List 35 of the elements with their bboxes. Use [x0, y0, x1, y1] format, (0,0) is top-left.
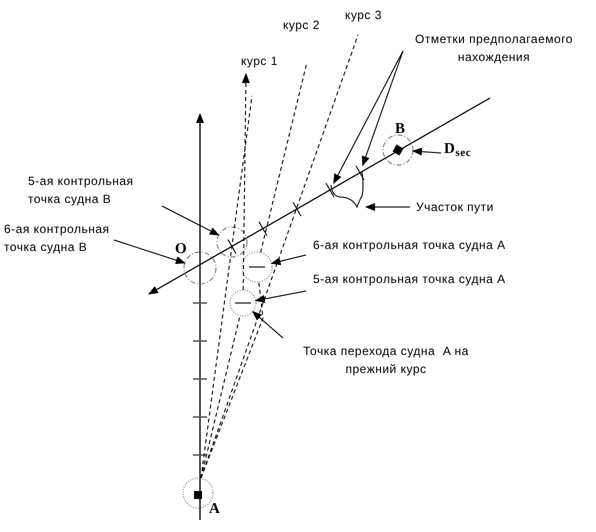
leader-arrow — [254, 290, 306, 303]
position-circle — [184, 252, 216, 284]
leader-arrow — [270, 254, 306, 266]
tick-mark — [326, 182, 334, 198]
course-line — [200, 96, 252, 478]
callout-text: Участок пути — [416, 200, 494, 214]
point-label: B — [395, 120, 406, 139]
callout-text: Отметки предполагаемого нахождения — [415, 32, 574, 64]
leader-arrow — [252, 310, 284, 338]
position-circle — [216, 226, 248, 258]
callout-text: D$_{sec}$ — [444, 141, 472, 157]
leader-arrow — [162, 206, 220, 236]
course-label: курс 1 — [241, 54, 278, 68]
callout-text: 6-ая контрольная точка судна B — [4, 222, 110, 254]
brace — [330, 172, 364, 208]
course-label: курс 2 — [283, 18, 320, 32]
point-label: A — [209, 500, 220, 519]
leader-arrow — [362, 50, 404, 166]
course-line — [200, 315, 240, 478]
position-circle — [230, 290, 256, 316]
leader-arrow — [333, 50, 404, 184]
callout-text: 5-ая контрольная точка судна A — [313, 272, 506, 286]
course-line — [242, 73, 250, 290]
position-circle — [242, 252, 272, 282]
leader-arrow — [365, 203, 410, 211]
tick-mark — [356, 165, 364, 180]
callout-text: 5-ая контрольная точка судна B — [28, 174, 134, 206]
course-label: курс 3 — [345, 8, 382, 22]
position-circle — [382, 134, 414, 166]
course-line — [200, 34, 358, 478]
leader-arrow — [412, 148, 442, 156]
callout-text: Точка перехода судна A на прежний курс — [303, 344, 470, 376]
point-label: O — [175, 240, 187, 259]
callout-text: 6-ая контрольная точка судна A — [313, 238, 506, 252]
leader-arrow — [114, 240, 186, 264]
